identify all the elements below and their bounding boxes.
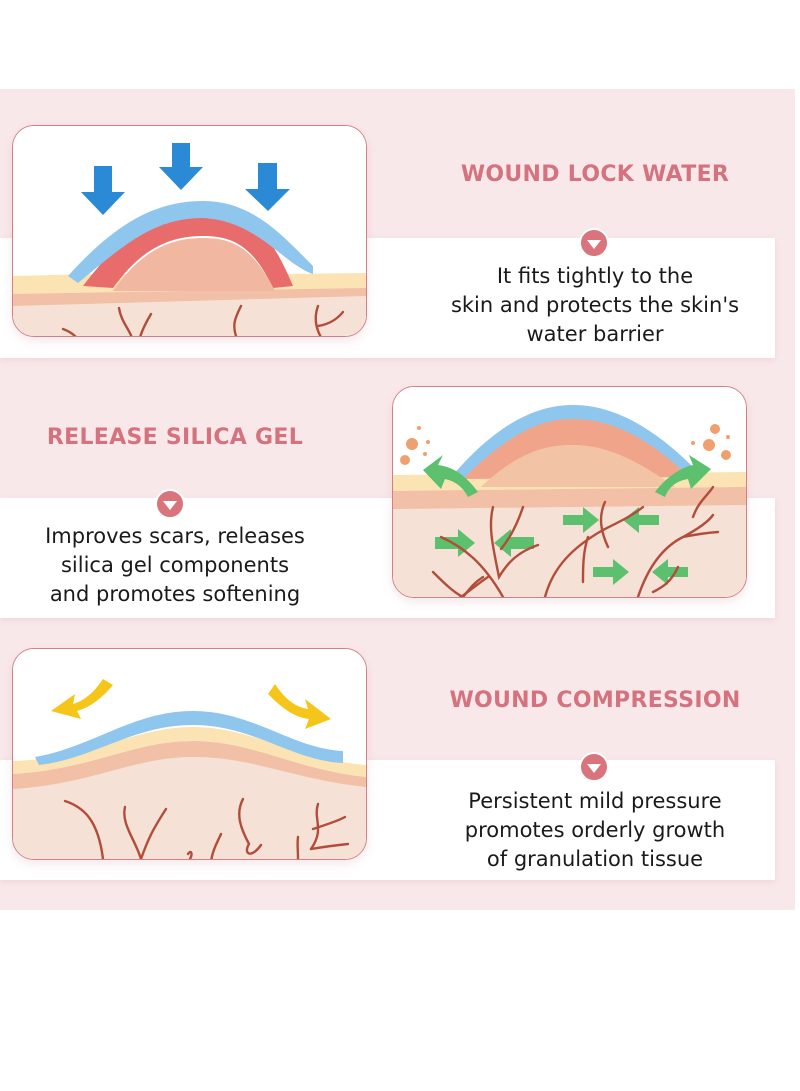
chevron-down-icon [579, 228, 609, 258]
release-silica-gel-illustration [392, 386, 747, 598]
gel-particles [400, 424, 731, 465]
blue-down-arrows [81, 143, 290, 215]
chevron-down-icon [155, 489, 185, 519]
section-description-wound-compression: Persistent mild pressure promotes orderl… [464, 789, 726, 871]
section-title-wound-compression: WOUND COMPRESSION [449, 688, 741, 713]
section-description-release-silica-gel: Improves scars, releases silica gel comp… [45, 524, 305, 606]
green-arrows [423, 455, 711, 585]
section-title-wound-lock-water: WOUND LOCK WATER [460, 162, 730, 187]
chevron-down-icon [579, 752, 609, 782]
wound-lock-water-illustration [12, 125, 367, 337]
wound-compression-illustration [12, 648, 367, 860]
yellow-arrows [51, 679, 331, 729]
section-title-release-silica-gel: RELEASE SILICA GEL [46, 425, 304, 450]
section-description-wound-lock-water: It fits tightly to the skin and protects… [450, 264, 740, 346]
